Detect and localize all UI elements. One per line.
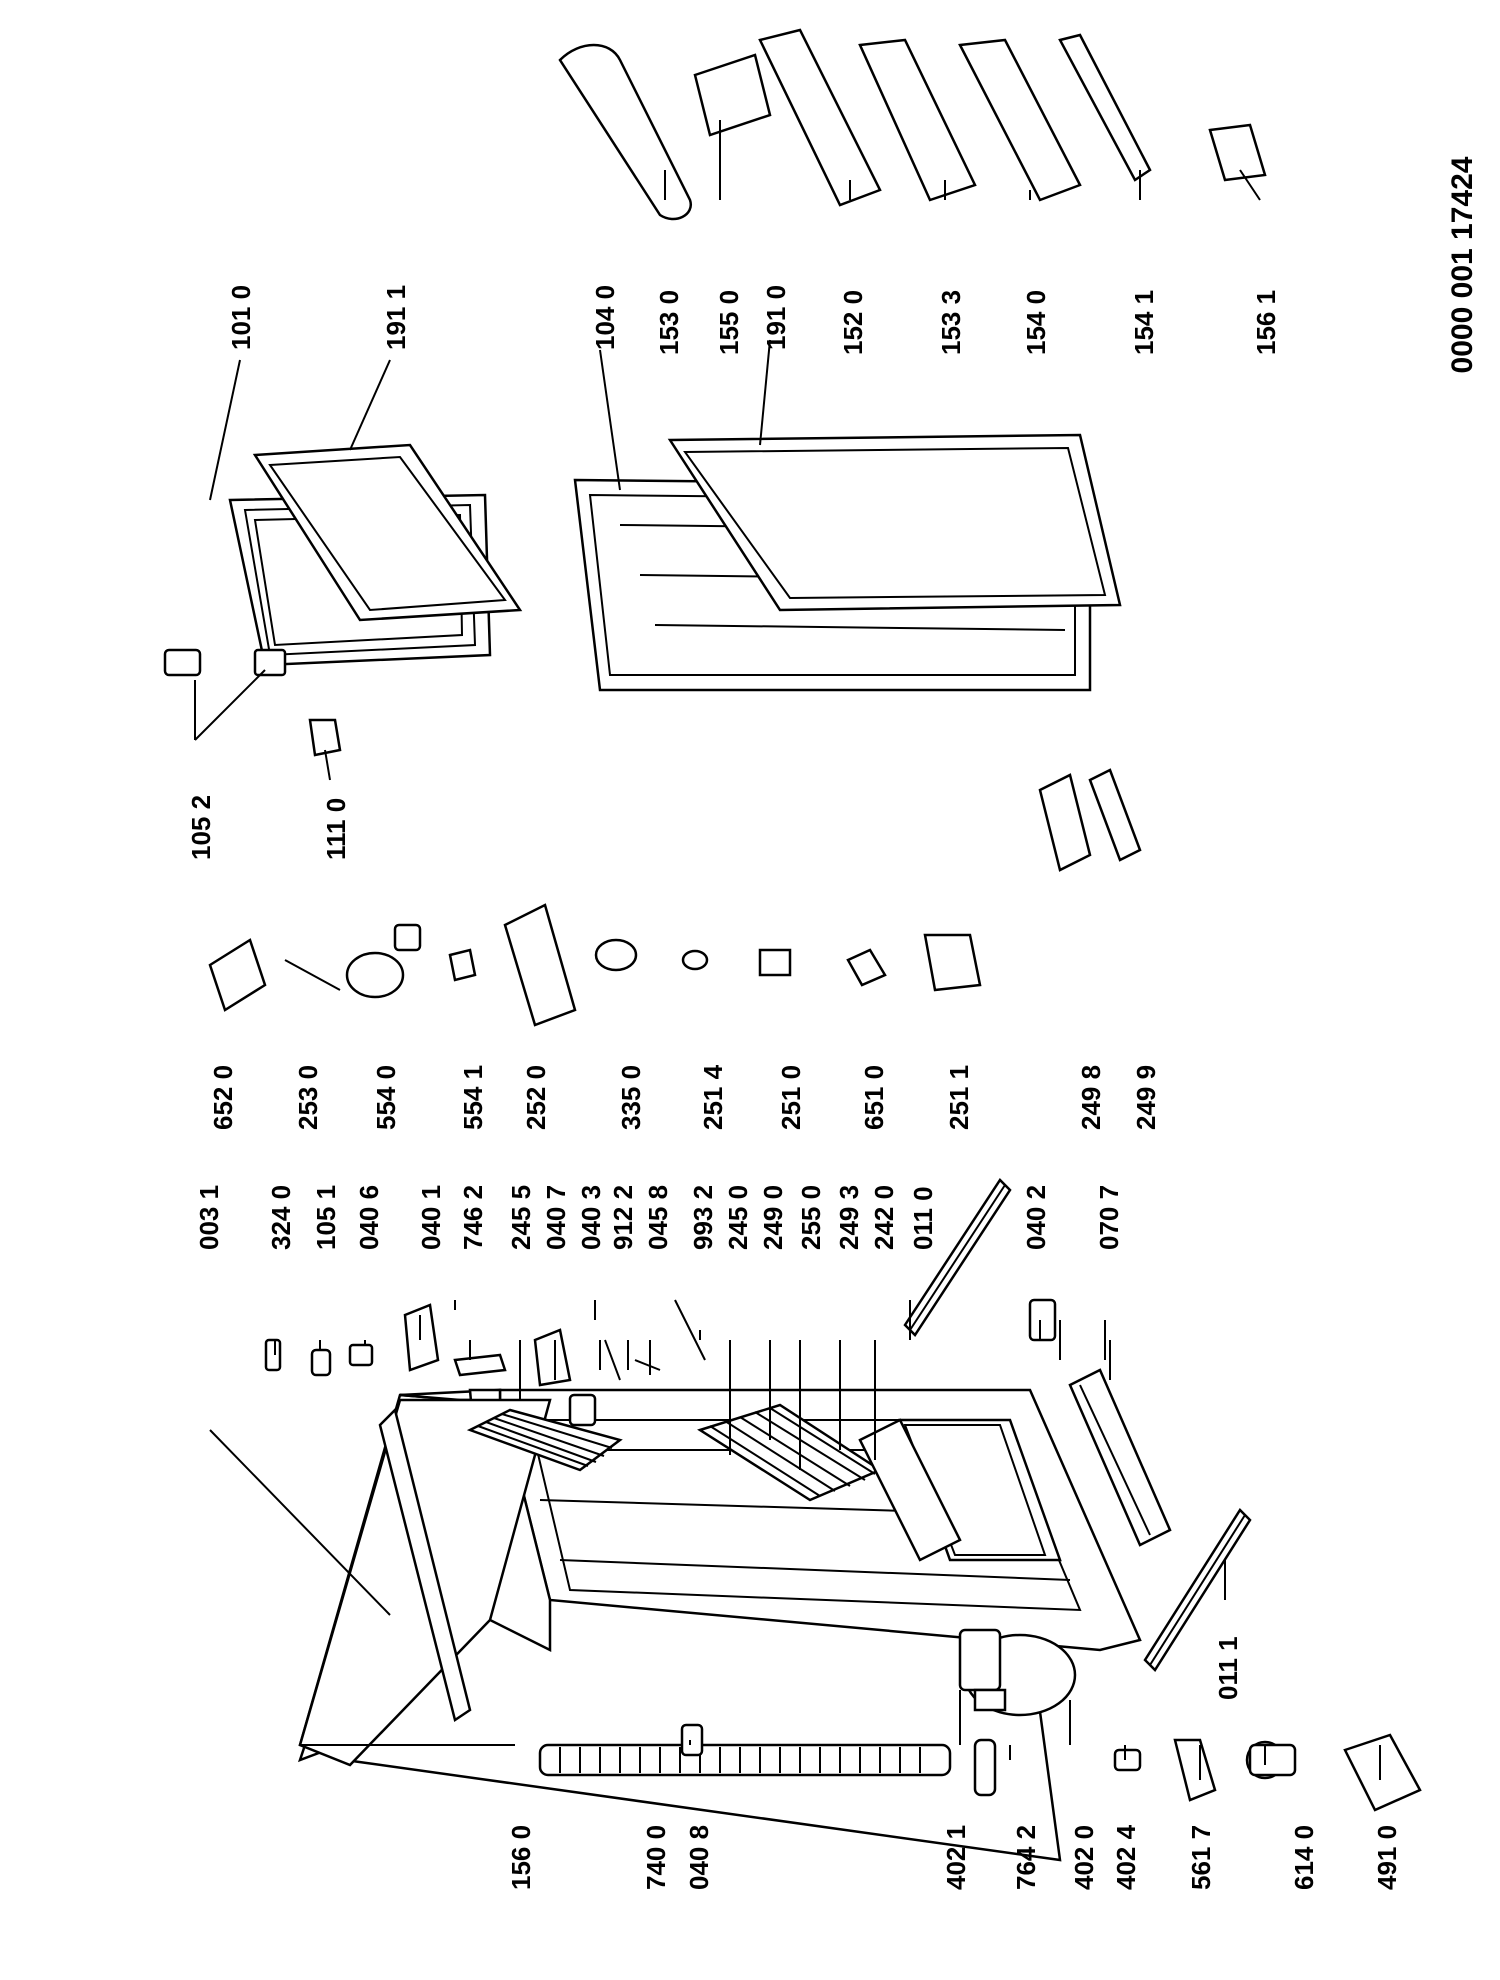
- base-frame: [1068, 1368, 1172, 1547]
- label-249-8: 249 8: [1076, 1065, 1106, 1130]
- label-252-0: 252 0: [521, 1065, 551, 1130]
- compressor: [958, 1628, 1077, 1717]
- label-156-1: 156 1: [1251, 290, 1281, 355]
- label-045-8: 045 8: [643, 1185, 673, 1250]
- label-156-0: 156 0: [506, 1825, 536, 1890]
- condenser-bar-upper: [903, 1178, 1012, 1337]
- label-746-2: 746 2: [458, 1185, 488, 1250]
- label-245-5: 245 5: [506, 1185, 536, 1250]
- label-993-2: 993 2: [688, 1185, 718, 1250]
- label-402-1: 402 1: [941, 1825, 971, 1890]
- label-011-0: 011 0: [908, 1186, 938, 1250]
- label-011-1: 011 1: [1213, 1636, 1243, 1700]
- label-105-2: 105 2: [186, 795, 216, 860]
- label-153-3: 153 3: [936, 290, 966, 355]
- label-003-1: 003 1: [194, 1185, 224, 1250]
- label-324-0: 324 0: [266, 1185, 296, 1250]
- label-249-9: 249 9: [1131, 1065, 1161, 1130]
- glass-shelf: [858, 1418, 962, 1562]
- label-154-0: 154 0: [1021, 290, 1051, 355]
- label-070-7: 070 7: [1094, 1185, 1124, 1250]
- label-153-0: 153 0: [654, 290, 684, 355]
- part-labels: 003 1 324 0 105 1 040 6 040 1 746 2 245 …: [186, 285, 1402, 1890]
- label-040-2: 040 2: [1021, 1185, 1051, 1250]
- label-912-2: 912 2: [608, 1185, 638, 1250]
- door-shelves: [558, 28, 1267, 221]
- freezer-door-gasket: [252, 443, 523, 622]
- label-152-0: 152 0: [838, 290, 868, 355]
- label-249-0: 249 0: [758, 1185, 788, 1250]
- ventilation-grille: [538, 1743, 952, 1777]
- label-740-0: 740 0: [641, 1825, 671, 1890]
- label-040-6: 040 6: [354, 1185, 384, 1250]
- label-491-0: 491 0: [1372, 1825, 1402, 1890]
- label-251-0: 251 0: [776, 1065, 806, 1130]
- label-651-0: 651 0: [859, 1065, 889, 1130]
- label-154-1: 154 1: [1129, 290, 1159, 355]
- wire-shelf-main: [697, 1403, 883, 1502]
- label-105-1: 105 1: [311, 1185, 341, 1250]
- label-191-1: 191 1: [381, 285, 411, 350]
- wire-shelf-upper: [466, 1408, 623, 1472]
- label-191-0: 191 0: [761, 285, 791, 350]
- label-255-0: 255 0: [796, 1185, 826, 1250]
- label-764-2: 764 2: [1011, 1825, 1041, 1890]
- label-245-0: 245 0: [723, 1185, 753, 1250]
- label-554-1: 554 1: [458, 1065, 488, 1130]
- label-554-0: 554 0: [371, 1065, 401, 1130]
- label-040-7: 040 7: [541, 1185, 571, 1250]
- label-249-3: 249 3: [834, 1185, 864, 1250]
- label-242-0: 242 0: [869, 1185, 899, 1250]
- label-040-8: 040 8: [684, 1825, 714, 1890]
- label-561-7: 561 7: [1186, 1825, 1216, 1890]
- condenser-bar-lower: [1143, 1508, 1252, 1672]
- leader-lines: [194, 120, 1381, 1780]
- label-335-0: 335 0: [616, 1065, 646, 1130]
- hinge-parts: [163, 648, 342, 757]
- label-402-0: 402 0: [1069, 1825, 1099, 1890]
- small-parts-top: [264, 1299, 706, 1427]
- label-111-0: 111 0: [321, 798, 351, 860]
- label-040-1: 040 1: [416, 1185, 446, 1250]
- label-101-0: 101 0: [226, 285, 256, 350]
- top-control-panel: [378, 1407, 472, 1723]
- label-104-0: 104 0: [590, 285, 620, 350]
- label-652-0: 652 0: [208, 1065, 238, 1130]
- label-614-0: 614 0: [1289, 1825, 1319, 1890]
- label-251-4: 251 4: [698, 1064, 728, 1130]
- document-id: 0000 001 17424: [1446, 156, 1479, 373]
- label-402-4: 402 4: [1111, 1824, 1141, 1890]
- label-155-0: 155 0: [714, 290, 744, 355]
- fridge-door-gasket: [667, 433, 1122, 612]
- label-040-3: 040 3: [576, 1185, 606, 1250]
- label-253-0: 253 0: [293, 1065, 323, 1130]
- label-251-1: 251 1: [944, 1065, 974, 1130]
- middle-parts: [208, 768, 1142, 1027]
